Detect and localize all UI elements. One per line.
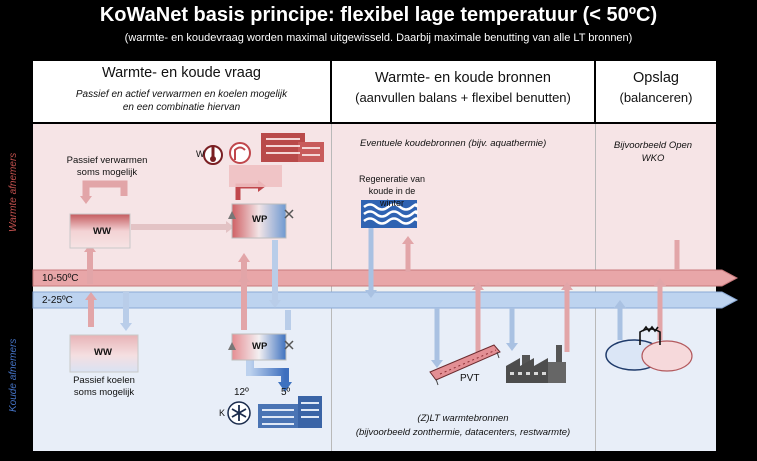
header-demand-title: Warmte- en koude vraag <box>101 65 262 81</box>
snowflake-icon <box>227 401 251 425</box>
hot-water-icon <box>229 142 251 164</box>
temperature-12: 12º <box>234 387 249 398</box>
passive-cooling-label: Passief koelen soms mogelijk <box>73 375 135 398</box>
ww-heat-exchanger-warm <box>69 213 131 249</box>
lt-sources-examples: (bijvoorbeeld zonthermie, datacenters, r… <box>355 427 571 438</box>
temperature-5: 5º <box>281 387 291 398</box>
page-subtitle: (warmte- en koudevraag worden maximal ui… <box>124 32 633 44</box>
header-storage-subtitle: (balanceren) <box>619 90 693 105</box>
ww-heat-exchanger-cold <box>69 334 139 373</box>
passive-heating-label: Passief verwarmen soms mogelijk <box>66 155 148 178</box>
wp-label-cold: WP <box>252 341 268 352</box>
wko-storage-icon <box>605 325 693 372</box>
regeneration-label: Regeneratie van koude in de winter <box>358 174 426 208</box>
warm-pipe <box>32 269 739 287</box>
cold-pipe-temperature: 2-25ºC <box>42 295 73 306</box>
page-title: KoWaNet basis principe: flexibel lage te… <box>99 4 658 26</box>
header-sources: Warmte- en koude bronnen (aanvullen bala… <box>332 61 594 122</box>
factory-icon <box>506 345 566 383</box>
wp-label-warm: WP <box>252 214 268 225</box>
header-storage: Opslag (balanceren) <box>596 61 716 122</box>
pvt-label: PVT <box>460 373 480 384</box>
ww-label-cold: WW <box>94 347 112 358</box>
k-label: K <box>219 408 226 418</box>
cold-consumers-zone <box>33 300 716 451</box>
header-demand: Warmte- en koude vraag Passief en actief… <box>33 61 330 122</box>
ww-label-warm: WW <box>93 226 111 237</box>
pvt-panel-icon <box>429 344 501 386</box>
column-divider <box>595 124 596 451</box>
building-icon <box>261 133 324 162</box>
column-divider <box>331 124 332 451</box>
storage-example-label: Bijvoorbeeld Open WKO <box>613 140 693 164</box>
header-sources-subtitle: (aanvullen balans + flexibel benutten) <box>355 90 571 105</box>
header-demand-subtitle: Passief en actief verwarmen en koelen mo… <box>75 89 288 113</box>
cold-sources-label: Eventuele koudebronnen (bijv. aquathermi… <box>360 138 547 149</box>
header-storage-title: Opslag <box>633 70 679 86</box>
wp-heat-pump-warm <box>228 203 294 239</box>
thermometer-icon <box>203 145 223 165</box>
water-waves-icon <box>361 200 418 228</box>
building-icon <box>258 396 322 428</box>
w-label: W <box>196 149 205 159</box>
warm-pipe-temperature: 10-50ºC <box>42 273 79 284</box>
lt-sources-label: (Z)LT warmtebronnen <box>417 413 509 424</box>
header-sources-title: Warmte- en koude bronnen <box>375 70 551 86</box>
cold-pipe <box>32 291 739 309</box>
wp-heat-pump-cold <box>228 333 294 361</box>
